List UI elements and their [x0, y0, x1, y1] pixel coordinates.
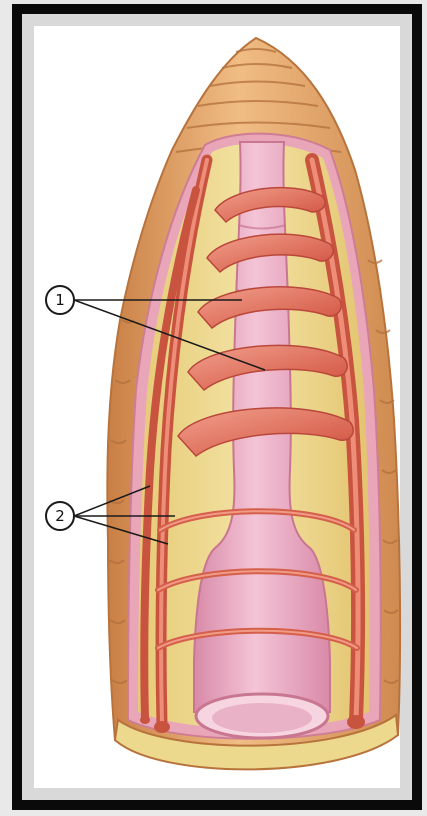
- callout-2-label: 2: [55, 507, 65, 525]
- callout-1-label: 1: [55, 291, 65, 309]
